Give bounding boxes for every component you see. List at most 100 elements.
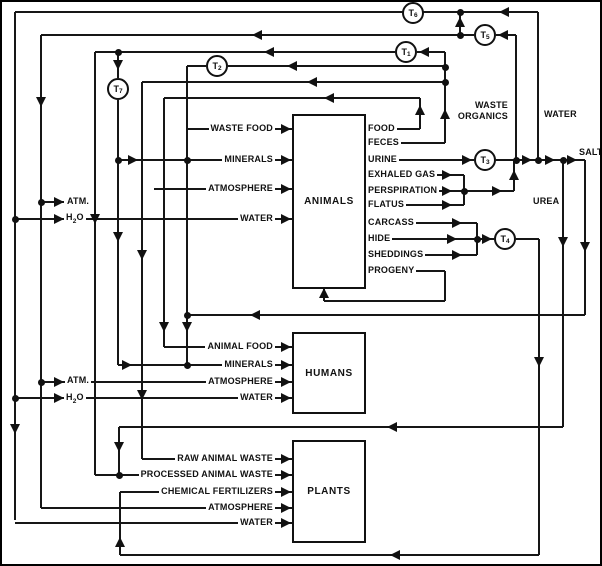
t-node-5-sub: 5: [485, 33, 490, 41]
humans-input-minerals: MINERALS: [222, 359, 275, 370]
flow-line-h: [15, 11, 538, 13]
junction-dot: [115, 157, 122, 164]
animals-input-atmosphere: ATMOSPHERE: [206, 183, 275, 194]
arrowhead-right-icon: [281, 503, 291, 513]
arrowhead-right-icon: [462, 155, 472, 165]
t-node-6-sub: 6: [413, 11, 418, 19]
arrowhead-right-icon: [54, 214, 64, 224]
arrowhead-right-icon: [281, 184, 291, 194]
arrowhead-left-icon: [264, 47, 274, 57]
flow-line-h: [362, 238, 477, 240]
flow-line-h: [118, 364, 292, 366]
flow-line-h: [187, 65, 206, 67]
arrowhead-up-icon: [115, 537, 125, 547]
flow-line-h: [41, 381, 292, 383]
animals-output-hide: HIDE: [366, 233, 393, 244]
annotation-atm-top: ATM.: [65, 196, 92, 207]
arrowhead-up-icon: [440, 109, 450, 119]
animals-output-perspiration: PERSPIRATION: [366, 185, 440, 196]
plants-input-chemical-fertilizers: CHEMICAL FERTILIZERS: [159, 486, 275, 497]
arrowhead-right-icon: [492, 186, 502, 196]
arrowhead-right-icon: [281, 360, 291, 370]
animals-input-water: WATER: [238, 213, 275, 224]
junction-dot: [457, 9, 464, 16]
junction-dot: [116, 472, 123, 479]
flow-line-v: [186, 66, 188, 365]
animals-output-flatus: FLATUS: [366, 199, 407, 210]
flow-line-v: [584, 160, 586, 315]
arrowhead-down-icon: [159, 322, 169, 332]
junction-dot: [184, 312, 191, 319]
animals-output-food: FOOD: [366, 123, 397, 134]
annotation-atm-bottom: ATM.: [65, 375, 92, 386]
junction-dot: [12, 216, 19, 223]
arrowhead-left-icon: [499, 7, 509, 17]
t-node-2-sub: 2: [217, 64, 222, 72]
flow-line-h: [118, 159, 292, 161]
arrowhead-right-icon: [281, 518, 291, 528]
animals-output-urine: URINE: [366, 154, 400, 165]
arrowhead-left-icon: [387, 422, 397, 432]
junction-dot: [184, 362, 191, 369]
junction-dot: [38, 379, 45, 386]
humans-input-atmosphere: ATMOSPHERE: [206, 376, 275, 387]
animals-output-exhaled-gas: EXHALED GAS: [366, 169, 438, 180]
flow-line-h: [15, 218, 292, 220]
junction-dot: [442, 64, 449, 71]
flow-line-v: [94, 52, 96, 475]
arrowhead-right-icon: [567, 155, 577, 165]
flow-line-v: [14, 12, 16, 520]
plants-input-processed-animal-waste: PROCESSED ANIMAL WASTE: [138, 469, 275, 480]
flow-line-v: [562, 160, 564, 427]
flow-line-h: [187, 314, 585, 316]
t-node-1-sub: 1: [406, 50, 411, 58]
flow-line-v: [119, 492, 121, 555]
arrowhead-right-icon: [281, 124, 291, 134]
flow-line-v: [163, 98, 165, 347]
arrowhead-down-icon: [534, 357, 544, 367]
junction-dot: [461, 188, 468, 195]
h2o-o: O: [76, 392, 84, 402]
arrowhead-up-icon: [509, 170, 519, 180]
flow-line-h: [417, 51, 445, 53]
annotation-h2o-top: H2O: [64, 212, 86, 227]
flow-line-h: [164, 97, 420, 99]
box-animals: ANIMALS: [292, 114, 366, 289]
arrowhead-right-icon: [482, 234, 492, 244]
flow-line-h: [464, 190, 514, 192]
t-node-7-label: T: [113, 84, 119, 94]
flow-line-h: [95, 51, 395, 53]
arrowhead-right-icon: [128, 155, 138, 165]
junction-dot: [38, 199, 45, 206]
t-node-2-label: T: [212, 61, 218, 71]
arrowhead-right-icon: [447, 234, 457, 244]
flow-line-v: [537, 12, 539, 160]
arrowhead-down-icon: [558, 237, 568, 247]
arrowhead-left-icon: [252, 30, 262, 40]
flow-line-v: [444, 271, 446, 301]
animals-input-minerals: MINERALS: [222, 154, 275, 165]
arrowhead-right-icon: [281, 470, 291, 480]
junction-dot: [513, 157, 520, 164]
arrowhead-up-icon: [455, 17, 465, 27]
flow-line-v: [538, 239, 540, 555]
junction-dot: [474, 236, 481, 243]
arrowhead-right-icon: [281, 214, 291, 224]
t-node-6-label: T: [408, 8, 414, 18]
junction-dot: [184, 157, 191, 164]
flow-line-v: [40, 35, 42, 508]
arrowhead-down-icon: [137, 390, 147, 400]
flow-label-urea: UREA: [533, 196, 560, 206]
h2o-2: 2: [72, 397, 77, 405]
arrowhead-down-icon: [10, 424, 20, 434]
arrowhead-right-icon: [281, 342, 291, 352]
humans-input-animal-food: ANIMAL FOOD: [205, 341, 275, 352]
arrowhead-right-icon: [442, 200, 452, 210]
t-node-3-sub: 3: [485, 158, 490, 166]
junction-dot: [442, 79, 449, 86]
flow-line-h: [362, 222, 477, 224]
